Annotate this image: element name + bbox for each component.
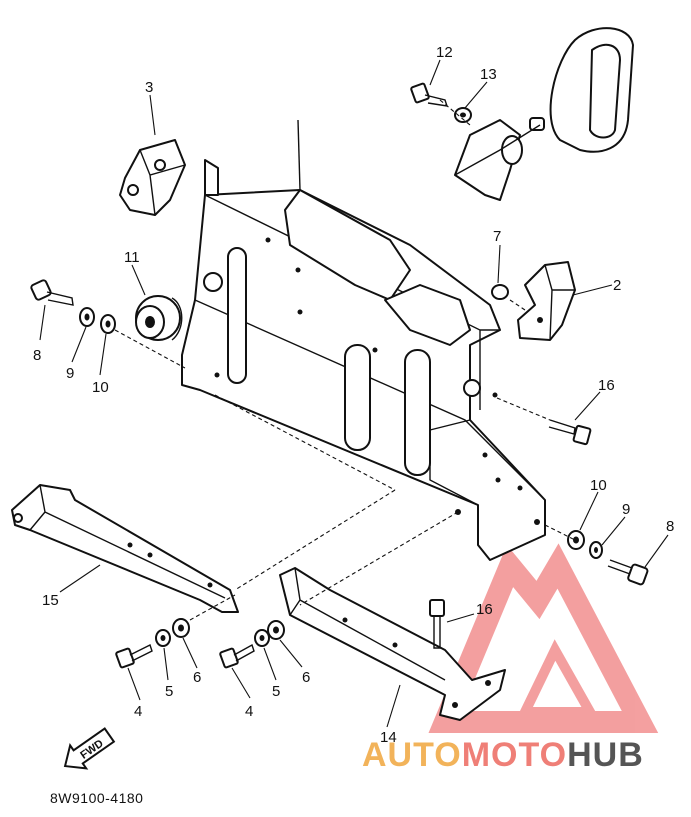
watermark-hub: HUB (567, 736, 644, 774)
bolt-part-16-right (548, 419, 592, 446)
callout-16-lower: 16 (476, 601, 493, 618)
bracket-part-2 (491, 261, 576, 341)
stay-part-15 (11, 484, 239, 613)
leader-lines (39, 59, 669, 728)
watermark-auto: AUTO (362, 736, 462, 774)
callout-6-right: 6 (302, 669, 310, 686)
callout-13: 13 (480, 66, 497, 83)
callout-labels: 2 3 4 4 5 5 6 6 7 8 8 9 9 10 10 11 12 13… (33, 44, 674, 746)
watermark-moto: MOTO (462, 736, 567, 774)
callout-11: 11 (124, 249, 140, 266)
callout-9-right: 9 (622, 501, 630, 518)
washer-part-9-left (79, 307, 95, 327)
callout-2: 2 (613, 277, 621, 294)
svg-text:AUTOMOTOHUB: AUTOMOTOHUB (362, 736, 644, 774)
forward-direction-arrow: FWD (63, 727, 116, 770)
callout-8-left: 8 (33, 347, 41, 364)
callout-16-right: 16 (598, 377, 615, 394)
diagram-code: 8W9100-4180 (50, 790, 143, 806)
callout-4-right: 4 (245, 703, 253, 720)
washer-part-5-left (155, 629, 171, 647)
washer-part-10-left (100, 314, 116, 334)
bolt-part-8-left (30, 279, 74, 306)
bracket-part-3 (119, 139, 186, 216)
stay-part-14 (279, 567, 506, 721)
washer-part-6-left (172, 618, 190, 638)
washer-part-10-right (567, 530, 585, 550)
washer-part-6-right (267, 620, 285, 640)
callout-10-left: 10 (92, 379, 109, 396)
callout-10-right: 10 (590, 477, 607, 494)
assembly-lines (114, 99, 576, 621)
callout-3: 3 (145, 79, 153, 96)
watermark-text: AUTOMOTOHUB (362, 736, 644, 774)
callout-15: 15 (42, 592, 59, 609)
bolt-part-4-right (219, 643, 255, 669)
callout-5-left: 5 (165, 683, 173, 700)
washer-part-9-right (589, 541, 603, 559)
callout-5-right: 5 (272, 683, 280, 700)
main-frame (181, 119, 546, 561)
bolt-part-8-right (607, 559, 649, 586)
callout-6-left: 6 (193, 669, 201, 686)
bolt-part-12 (410, 82, 449, 107)
handle-assembly (454, 27, 634, 201)
callout-9-left: 9 (66, 365, 74, 382)
bolt-part-4-left (115, 644, 153, 669)
washer-part-13 (454, 107, 472, 123)
bolt-part-16-lower (429, 599, 445, 649)
watermark-logo (428, 543, 659, 733)
callout-8-right: 8 (666, 518, 674, 535)
washer-part-5-right (254, 629, 270, 647)
callout-7: 7 (493, 228, 501, 245)
rubber-mount-part-11 (135, 295, 183, 341)
callout-4-left: 4 (134, 703, 142, 720)
callout-12: 12 (436, 44, 453, 61)
callout-14: 14 (380, 729, 397, 746)
